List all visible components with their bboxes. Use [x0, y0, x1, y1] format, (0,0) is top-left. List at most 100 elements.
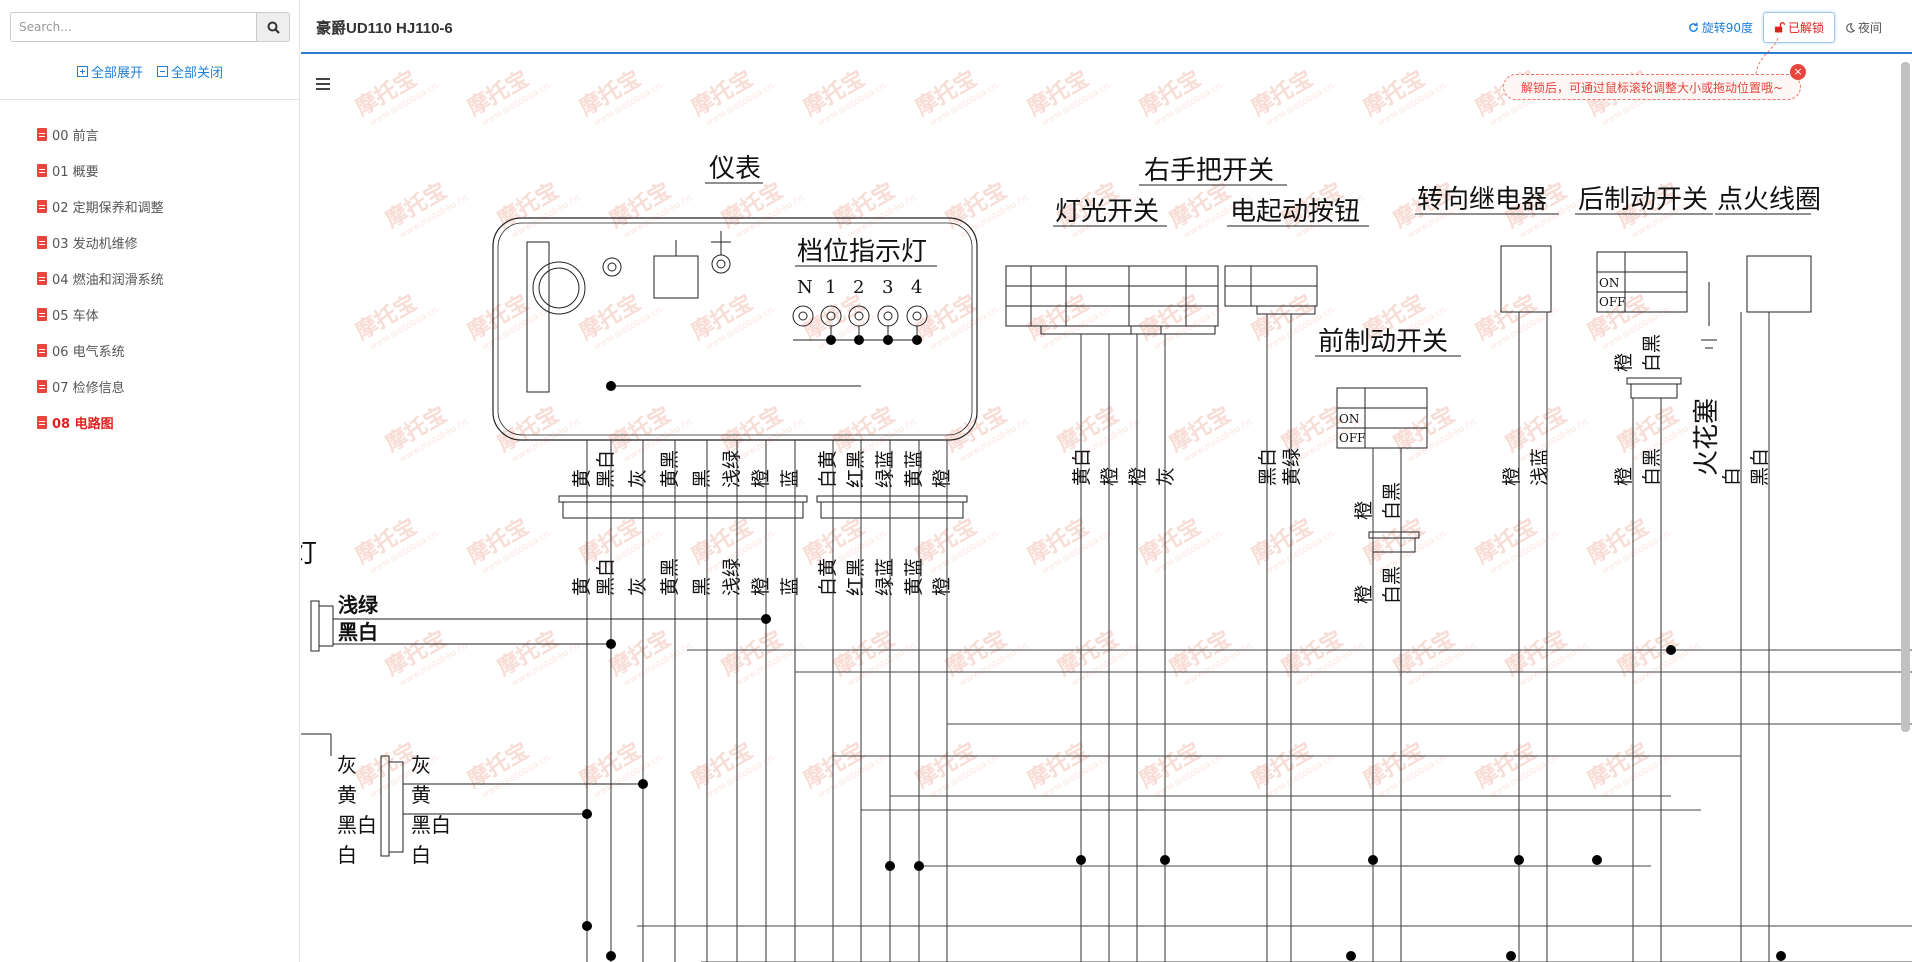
document-icon	[37, 379, 47, 393]
junction-dot	[914, 861, 924, 871]
wire-color-label: 黄蓝	[903, 450, 925, 488]
bulb-symbol	[602, 257, 622, 277]
gear-position-label: 2	[853, 277, 864, 298]
menu-icon[interactable]	[316, 78, 330, 90]
chapter-label: 04 燃油和润滑系统	[52, 272, 164, 288]
vertical-scrollbar[interactable]	[1901, 62, 1910, 732]
rotate-label: 旋转90度	[1701, 21, 1753, 35]
wire-color-label: 蓝	[779, 577, 801, 596]
moon-icon	[1846, 22, 1855, 33]
junction-dot	[582, 921, 592, 931]
junction-dot	[761, 614, 771, 624]
collapse-all-button[interactable]: 全部关闭	[157, 62, 223, 81]
document-icon	[37, 235, 47, 249]
search-input[interactable]	[10, 12, 256, 42]
chapter-label: 01 概要	[52, 164, 99, 180]
on-label: ON	[1339, 412, 1359, 426]
right-handle-switch-title: 右手把开关	[1144, 156, 1274, 186]
left-wire-label: 白	[337, 843, 357, 867]
junction-dot	[1346, 951, 1356, 961]
left-wire-label: 黑白	[337, 813, 377, 837]
wire-color-label: 黑	[691, 469, 713, 488]
expand-all-button[interactable]: 全部展开	[76, 62, 143, 81]
wire-color-label: 浅绿	[721, 558, 743, 596]
chapter-item[interactable]: 05 车体	[0, 296, 300, 332]
wire-color-label: 灰	[1155, 467, 1177, 486]
wire-color-label: 黑白	[595, 558, 617, 596]
tooltip-pointer	[1755, 37, 1779, 75]
junction-dot	[1592, 855, 1602, 865]
meter-outline	[492, 217, 978, 441]
night-mode-button[interactable]: 夜间	[1845, 19, 1882, 36]
chapter-item[interactable]: 07 检修信息	[0, 368, 300, 404]
left-wire-label: 黄	[337, 783, 357, 807]
document-icon	[37, 415, 47, 429]
junction-dot	[606, 951, 616, 961]
search-button[interactable]	[256, 12, 290, 42]
junction-dot	[1776, 951, 1786, 961]
minus-square-icon	[157, 66, 168, 77]
junction-dot	[1506, 951, 1516, 961]
wire-color-label: 绿蓝	[874, 558, 896, 596]
chapter-item[interactable]: 00 前言	[0, 116, 300, 152]
chapter-item[interactable]: 03 发动机维修	[0, 224, 300, 260]
wire-color-label: 黄黑	[659, 450, 681, 488]
toolbar: 旋转90度 已解锁 夜间	[1688, 12, 1882, 43]
wire-color-label: 黄	[571, 469, 593, 488]
front-brake-switch-title: 前制动开关	[1318, 327, 1448, 357]
component-box	[653, 255, 699, 299]
wire-color-label: 橙	[1127, 467, 1149, 486]
tooltip-close-button[interactable]: ×	[1790, 64, 1806, 80]
wire-color-label: 橙	[1613, 353, 1635, 372]
junction-dot	[638, 779, 648, 789]
on-label: ON	[1599, 276, 1619, 290]
collapse-all-label: 全部关闭	[171, 66, 224, 81]
wire-color-label: 橙	[931, 469, 953, 488]
chapter-item[interactable]: 02 定期保养和调整	[0, 188, 300, 224]
unlock-button[interactable]: 已解锁	[1762, 12, 1835, 43]
bulb-symbol	[607, 262, 617, 272]
tooltip-text: 解锁后，可通过鼠标滚轮调整大小或拖动位置哦~	[1520, 80, 1784, 95]
document-icon	[37, 163, 47, 177]
chapter-item[interactable]: 06 电气系统	[0, 332, 300, 368]
front-brake-table	[1336, 387, 1428, 449]
wire-color-label: 白黄	[817, 450, 839, 488]
chapter-item[interactable]: 08 电路图	[0, 404, 300, 440]
wire-color-label: 黄	[571, 577, 593, 596]
unlock-tooltip: 解锁后，可通过鼠标滚轮调整大小或拖动位置哦~	[1503, 74, 1801, 100]
wire-color-label: 橙	[750, 577, 772, 596]
junction-dot	[606, 639, 616, 649]
chapter-label: 05 车体	[52, 308, 99, 324]
ignition-coil-title: 点火线圈	[1717, 185, 1821, 215]
chapter-item[interactable]: 04 燃油和润滑系统	[0, 260, 300, 296]
chapter-item[interactable]: 01 概要	[0, 152, 300, 188]
rotate-button[interactable]: 旋转90度	[1688, 19, 1753, 36]
wire-color-label: 白黑	[1381, 482, 1403, 520]
connector-housing	[1630, 383, 1678, 399]
